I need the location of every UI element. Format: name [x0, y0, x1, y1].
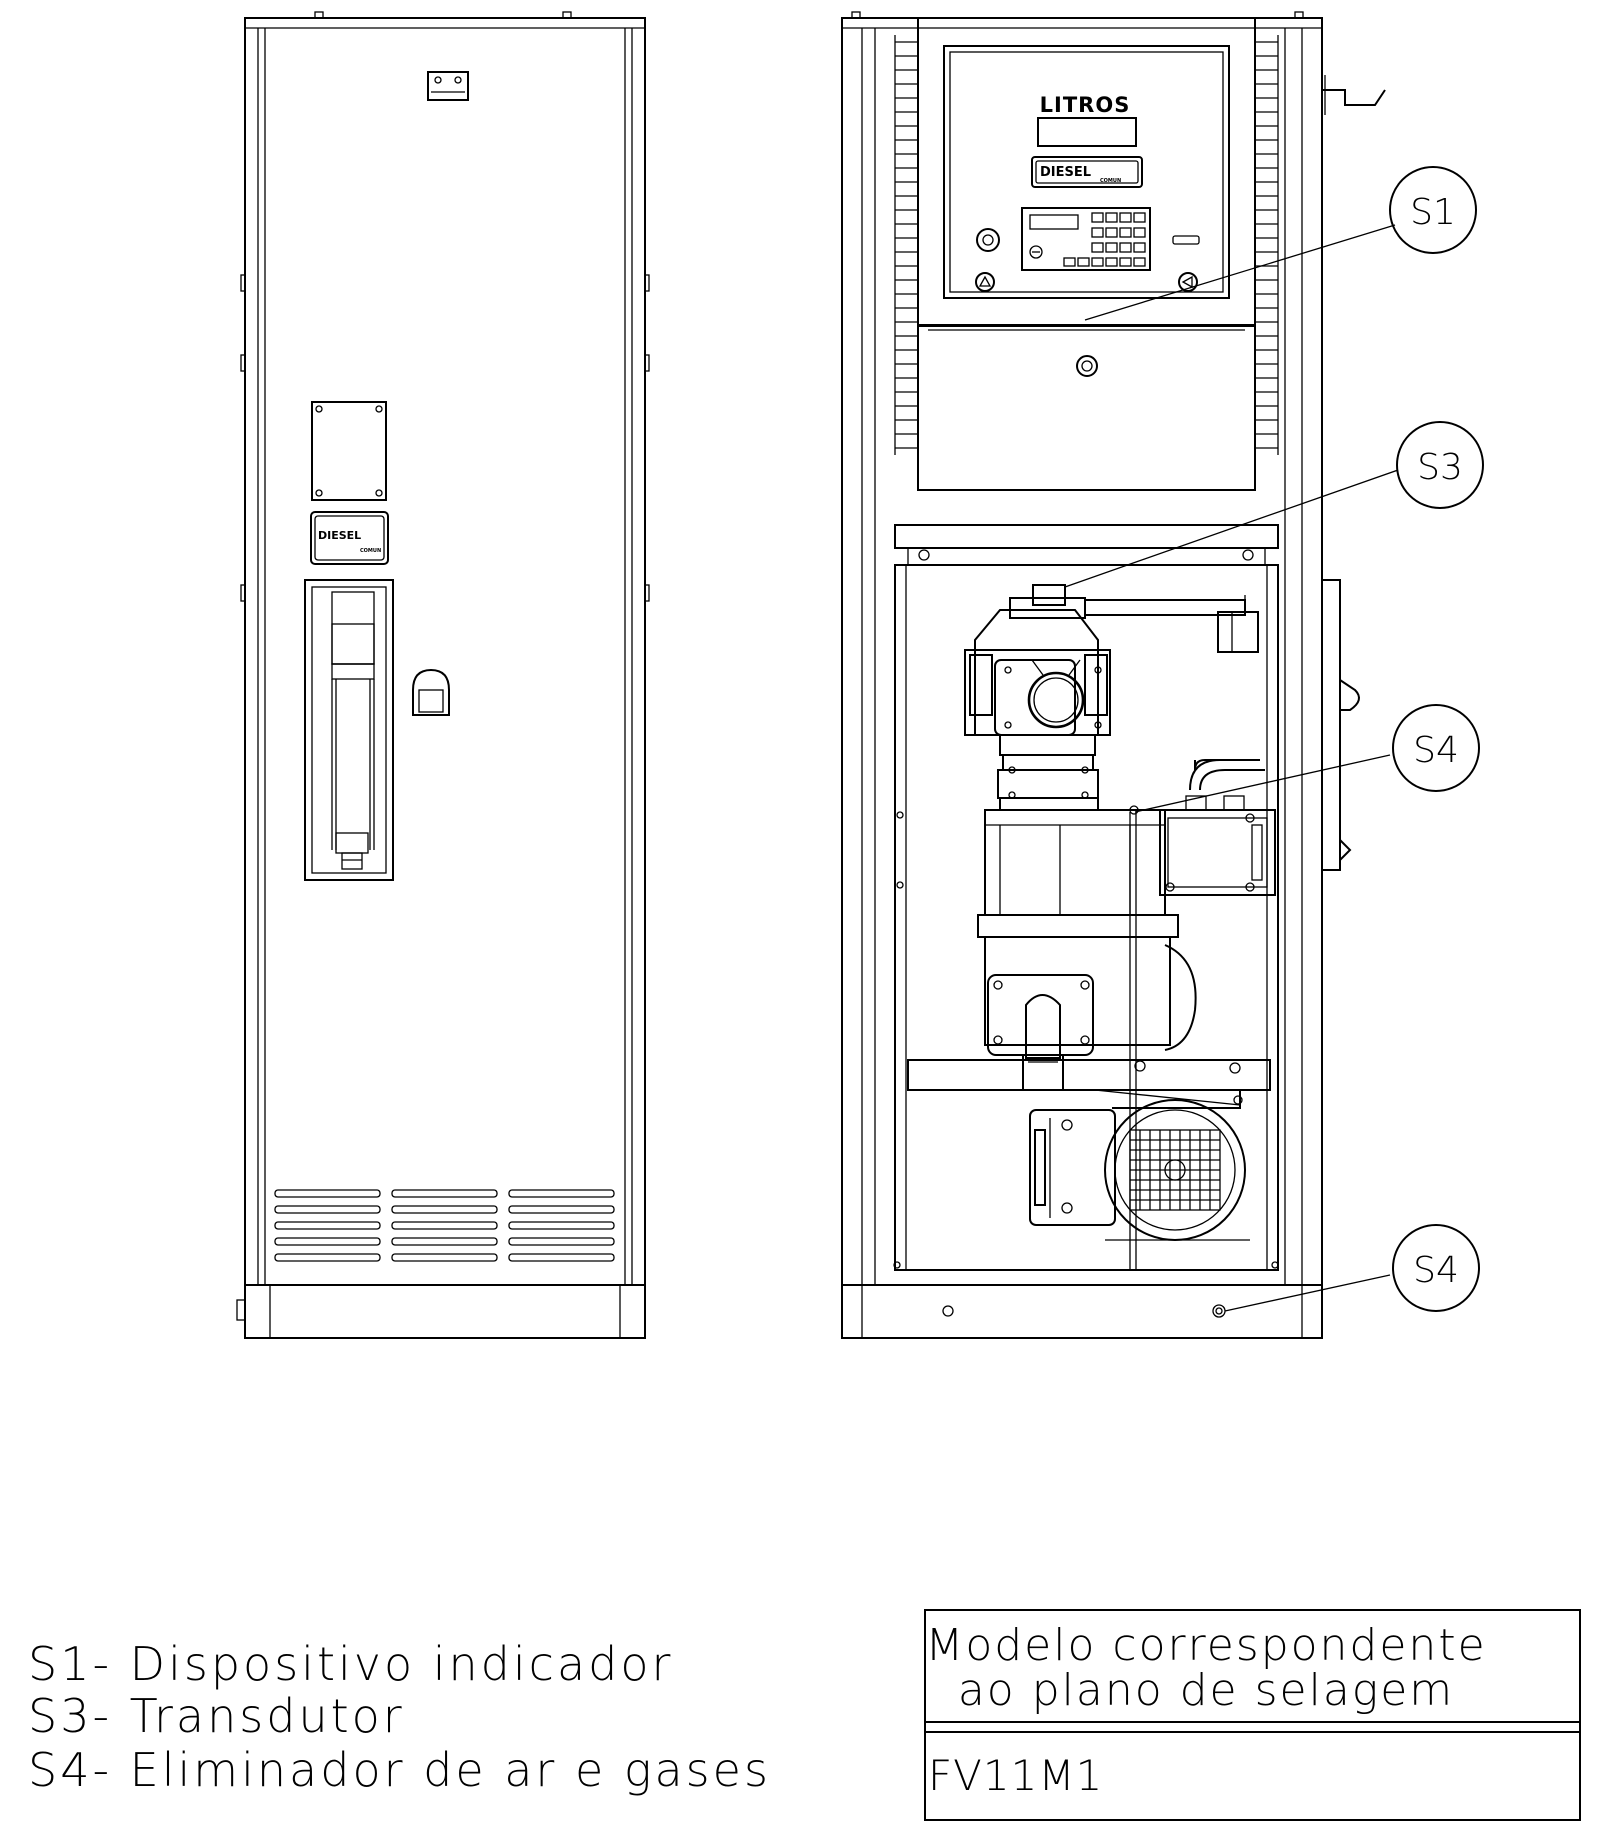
display-brand: DIESEL — [1040, 165, 1091, 180]
vent-grille — [274, 1189, 615, 1262]
callout-s4-upper: S4 — [1392, 704, 1480, 792]
model-box-title-line2: ao plano de selagem — [958, 1665, 1454, 1716]
display-title: LITROS — [1040, 93, 1131, 117]
callout-s3-label: S3 — [1417, 447, 1463, 488]
air-eliminator — [1129, 759, 1276, 1270]
legend-item-s3: S3- Transdutor — [28, 1689, 405, 1743]
model-box-model-code: FV11M1 — [928, 1751, 1103, 1800]
front-brand-label: DIESEL — [318, 529, 361, 542]
callout-s4-upper-label: S4 — [1413, 730, 1459, 771]
callout-s1: S1 — [1389, 166, 1477, 254]
callout-s4-lower: S4 — [1392, 1224, 1480, 1312]
model-box: Modelo correspondente ao plano de selage… — [924, 1609, 1581, 1821]
front-brand-sublabel: COMUN — [360, 548, 381, 554]
dispenser-open-view: LITROS DIESEL COMUN — [841, 11, 1484, 1339]
pump-body — [977, 809, 1197, 1091]
display-brand-sub: COMUN — [1100, 178, 1121, 184]
dispenser-front-view: DIESEL COMUN — [236, 11, 650, 1339]
legend: S1- Dispositivo indicador S3- Transdutor… — [28, 1637, 771, 1797]
motor — [1029, 1089, 1250, 1241]
callout-s1-label: S1 — [1410, 192, 1456, 233]
callout-s3: S3 — [1396, 421, 1484, 509]
legend-item-s1: S1- Dispositivo indicador — [28, 1637, 673, 1691]
meter-assembly — [964, 584, 1259, 811]
louvers — [894, 35, 1279, 455]
legend-item-s4: S4- Eliminador de ar e gases — [28, 1743, 771, 1797]
indicator-display-panel: LITROS DIESEL COMUN — [943, 45, 1230, 299]
callout-s4-lower-label: S4 — [1413, 1250, 1459, 1291]
model-box-title-line1: Modelo correspondente — [925, 1620, 1486, 1671]
